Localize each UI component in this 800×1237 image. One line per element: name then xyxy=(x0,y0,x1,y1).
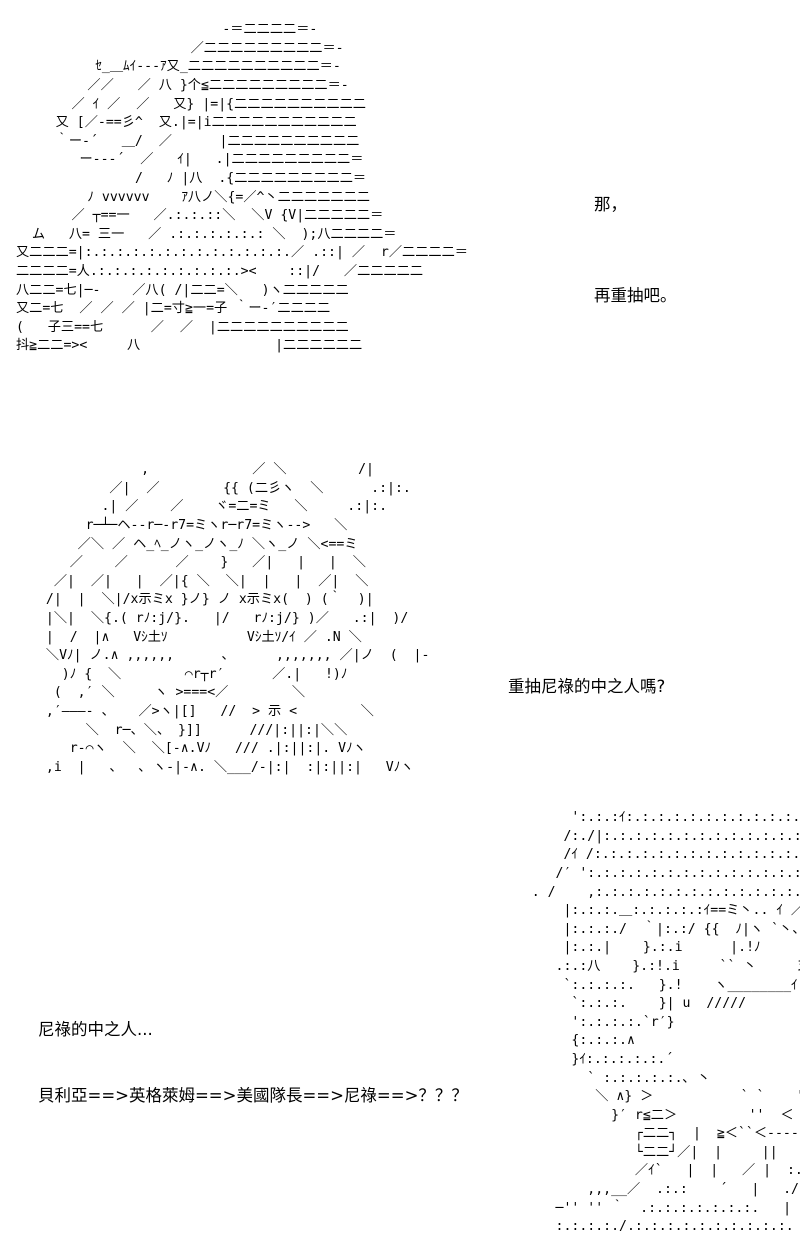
aa-story-page: -＝二二二二＝- ／二二二二二二二二二＝- ｾ_＿ﾑｲ---ｱ又_二二二二二二二… xyxy=(15,22,800,1235)
dialogue-middle: 重抽尼祿的中之人嗎? xyxy=(508,634,665,739)
dialogue-top-line-2: 再重抽吧。 xyxy=(594,286,677,305)
dialogue-bottom-line-2: 貝利亞==>英格萊姆==>美國隊長==>尼祿==>？？？ xyxy=(38,1086,468,1105)
dialogue-bottom-line-1: 尼祿的中之人... xyxy=(38,1020,153,1039)
dialogue-top-line-1: 那， xyxy=(594,195,627,214)
ascii-art-nero: , ／ ＼ /| ／| ／ {{ (二彡ヽ ＼ .:|:. .| ／ ／ ヾ=二… xyxy=(45,462,430,775)
ascii-art-listener: ':.:.:ｲ:.:.:.:.:.:.:.:.:.:.:.:.:.:.:.:.:… xyxy=(531,810,800,1235)
ascii-art-kirei: -＝二二二二＝- ／二二二二二二二二二＝- ｾ_＿ﾑｲ---ｱ又_二二二二二二二… xyxy=(15,22,468,354)
dialogue-bottom: 尼祿的中之人... 貝利亞==>英格萊姆==>美國隊長==>尼祿==>？？？ xyxy=(38,975,468,1151)
dialogue-top: 那， 再重抽吧。 xyxy=(594,152,677,348)
dialogue-middle-line-1: 重抽尼祿的中之人嗎? xyxy=(508,677,666,696)
